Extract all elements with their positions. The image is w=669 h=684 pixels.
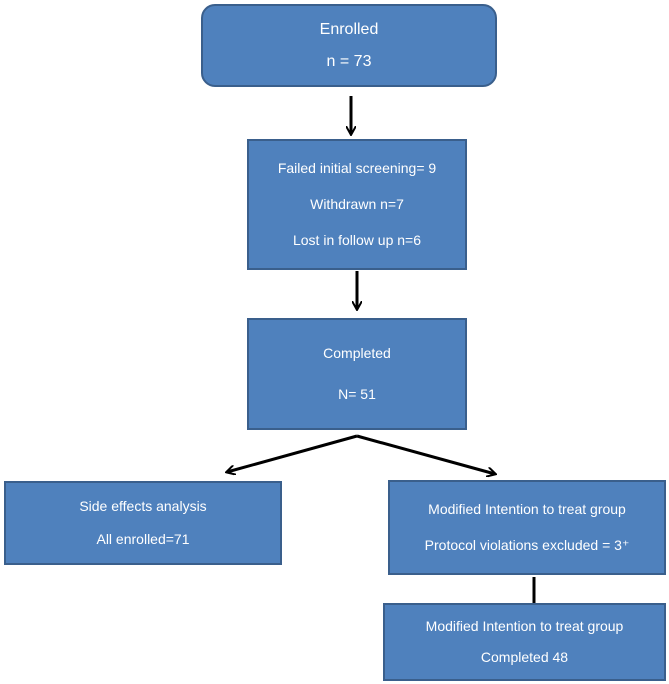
completed-label: Completed — [323, 344, 391, 361]
exclusions-node: Failed initial screening= 9 Withdrawn n=… — [247, 139, 467, 270]
enrolled-label: Enrolled — [319, 20, 379, 38]
completed-node: Completed N= 51 — [247, 318, 467, 430]
mitt-completed-node: Modified Intention to treat group Comple… — [383, 603, 666, 681]
lost-follow-up-text: Lost in follow up n=6 — [292, 232, 422, 249]
mitt-completed-label: Modified Intention to treat group — [425, 618, 624, 635]
mitt-group-node: Modified Intention to treat group Protoc… — [388, 480, 666, 575]
side-effects-node: Side effects analysis All enrolled=71 — [4, 481, 282, 565]
mitt-completed-count: Completed 48 — [480, 648, 569, 665]
enrolled-node: Enrolled n = 73 — [201, 4, 497, 87]
all-enrolled-text: All enrolled=71 — [96, 530, 190, 547]
completed-count: N= 51 — [338, 386, 376, 403]
failed-screening-text: Failed initial screening= 9 — [277, 160, 437, 177]
protocol-violations-text: Protocol violations excluded = 3⁺ — [424, 537, 630, 554]
arrow-completed-to-mitt-group — [356, 434, 495, 474]
withdrawn-text: Withdrawn n=7 — [310, 196, 404, 213]
arrow-completed-to-side-effects — [227, 434, 358, 472]
side-effects-label: Side effects analysis — [79, 498, 207, 515]
enrolled-count: n = 73 — [326, 53, 372, 71]
mitt-group-label: Modified Intention to treat group — [428, 501, 626, 518]
